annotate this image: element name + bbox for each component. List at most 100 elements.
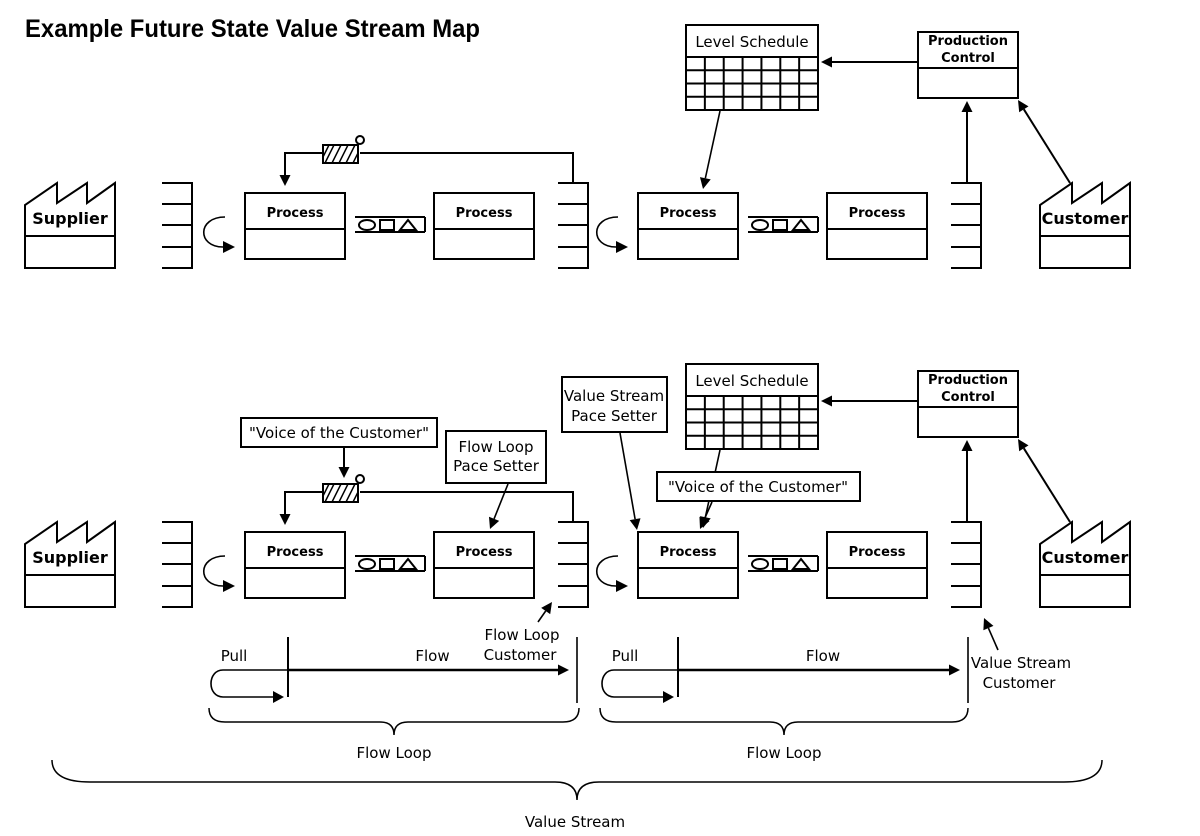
process-box [637,192,739,260]
kanban-post-icon [322,474,365,503]
arrowhead-icon [279,514,291,525]
flow-loop-pace-setter-line2: Pace Setter [453,457,540,475]
kanban-post-icon [322,135,365,164]
hatch-line [338,144,349,164]
withdrawal-pull-arrow [595,555,628,592]
pull-loop-curve [210,669,288,698]
supermarket-middle [558,182,589,269]
arrowhead-icon [663,691,674,703]
production-control-label-line1: Production [928,373,1008,388]
withdrawal-pull-arrow [202,216,235,253]
arrowhead-icon [629,518,641,530]
arrowhead-icon [616,580,628,592]
process-4-label: Process [849,545,906,560]
schedule-to-process-arrow [699,110,721,189]
process-4: Process [826,192,928,260]
arrowhead-icon [488,516,500,529]
hatch-line [322,144,330,158]
process-1: Process [244,531,346,599]
factory-icon [1039,520,1131,608]
square-icon [379,558,395,570]
hatch-line [345,483,356,503]
value-stream-customer-line1: Value Stream [971,654,1071,672]
customer-to-production-control-arrow [1018,439,1071,523]
value-stream-customer-line2: Customer [983,674,1057,692]
flow-loop-pace-setter-line1: Flow Loop [459,438,534,456]
supplier-factory-label: Supplier [32,209,108,228]
value-stream-customer-arrow [983,618,999,651]
value-stream-pace-setter-line1: Value Stream [564,387,664,405]
arrowhead-icon [338,467,350,478]
fifo-lane-icon [355,216,426,233]
production-control-frame [917,31,1019,99]
flow-arrow [678,664,960,676]
hatch-line [322,483,330,497]
level-schedule-label: Level Schedule [695,372,808,390]
factory-icon [24,520,116,608]
triangle-icon [397,557,419,570]
rack-to-production-control-arrow [961,440,973,522]
customer-to-production-control-arrow [1018,100,1071,184]
process-1-label: Process [267,206,324,221]
voice-of-customer-box-1 [240,417,438,448]
process-box [244,531,346,599]
arrow-shaft [619,432,636,520]
rack-to-production-control-arrow [961,101,973,183]
arrow-shaft [703,501,713,520]
process-1-label: Process [267,545,324,560]
flow-loop-customer-arrow [537,602,552,623]
flow-loop-pace-setter-box [445,430,547,484]
triangle-icon [790,557,812,570]
hatch-line [331,483,342,503]
process-2: Process [433,531,535,599]
factory-icon [24,181,116,269]
square-icon [772,558,788,570]
customer-factory-label: Customer [1042,548,1129,567]
kanban-arrow [279,152,291,186]
value-stream-label: Value Stream [525,813,625,831]
pace-setter-arrow-1 [488,483,509,529]
circle-icon [751,219,769,231]
arrowhead-icon [821,395,832,407]
fifo-lane-icon [748,555,819,572]
triangle-icon [790,218,812,231]
supplier-factory: Supplier [24,520,116,608]
process-box [433,531,535,599]
hatch-line [352,152,359,164]
withdrawal-pull-arrow [202,555,235,592]
voice-of-customer-label-2: "Voice of the Customer" [668,478,848,496]
production-control-label-line2: Control [941,51,995,66]
process-box [244,192,346,260]
flow-loop-brace [208,707,580,736]
hatch-line [338,483,349,503]
process-box [433,192,535,260]
process-4-label: Process [849,206,906,221]
process-box [637,531,739,599]
arrowhead-icon [1018,439,1029,452]
arrowhead-icon [273,691,284,703]
pull-curve [202,216,226,248]
supermarket-left [162,521,193,608]
process-box [826,192,928,260]
value-stream-pace-setter-line2: Pace Setter [571,407,658,425]
post-ball [355,474,365,484]
process-box [826,531,928,599]
circle-icon [751,558,769,570]
customer-factory: Customer [1039,181,1131,269]
circle-icon [358,219,376,231]
flow-loop-brace [599,707,969,736]
production-control-label-line2: Control [941,390,995,405]
supermarket-left [162,182,193,269]
arrow-shaft [987,627,999,651]
customer-factory: Customer [1039,520,1131,608]
flow-loop-customer-line1: Flow Loop [485,626,560,644]
arrowhead-icon [1018,100,1029,113]
fifo-lane-icon [748,216,819,233]
arrowhead-icon [558,664,569,676]
square-icon [379,219,395,231]
voice-of-customer-label-1: "Voice of the Customer" [249,424,429,442]
